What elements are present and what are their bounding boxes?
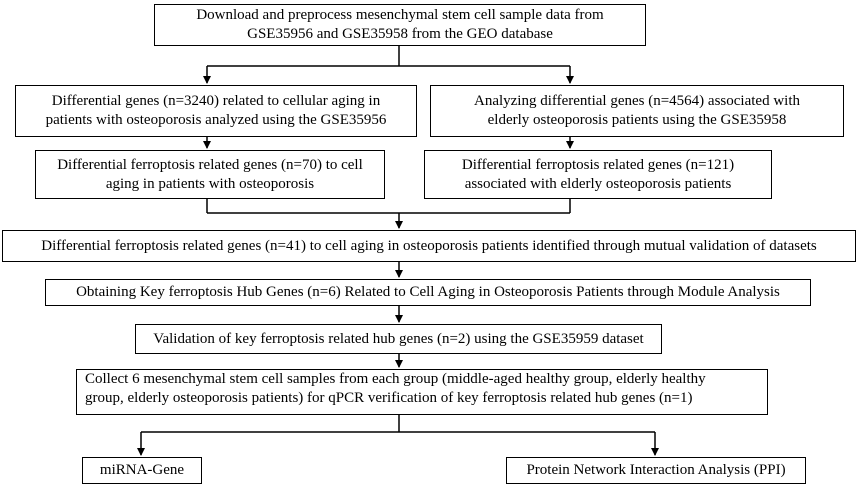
node-ferroptosis-genes-121: Differential ferroptosis related genes (… — [424, 150, 772, 199]
node-text-line: aging in patients with osteoporosis — [105, 175, 315, 192]
node-download-preprocess: Download and preprocess mesenchymal stem… — [154, 4, 646, 46]
node-text: Obtaining Key ferroptosis Hub Genes (n=6… — [76, 284, 780, 300]
node-text-line: Differential genes (n=3240) related to c… — [51, 93, 381, 109]
node-text: Protein Network Interaction Analysis (PP… — [526, 462, 786, 478]
node-text-line: patients with osteoporosis analyzed usin… — [45, 112, 387, 128]
node-text: Validation of key ferroptosis related hu… — [153, 330, 644, 347]
node-gse35956-differential-genes: Differential genes (n=3240) related to c… — [15, 85, 417, 137]
node-ferroptosis-genes-70: Differential ferroptosis related genes (… — [35, 150, 385, 199]
node-text-line: Download and preprocess mesenchymal stem… — [196, 7, 604, 23]
node-text-line: Differential ferroptosis related genes (… — [57, 156, 363, 173]
node-ferroptosis-genes-41: Differential ferroptosis related genes (… — [2, 230, 856, 262]
node-gse35958-differential-genes: Analyzing differential genes (n=4564) as… — [430, 85, 844, 137]
node-text: miRNA-Gene — [99, 462, 185, 478]
node-mirna-gene: miRNA-Gene — [82, 457, 202, 484]
node-text-line: elderly osteoporosis patients using the … — [487, 112, 787, 128]
node-qpcr-verification: Collect 6 mesenchymal stem cell samples … — [76, 369, 768, 415]
node-text-line: Collect 6 mesenchymal stem cell samples … — [85, 371, 706, 387]
node-text-line: group, elderly osteoporosis patients) fo… — [85, 390, 693, 406]
node-ppi-analysis: Protein Network Interaction Analysis (PP… — [506, 457, 806, 484]
node-key-hub-genes-6: Obtaining Key ferroptosis Hub Genes (n=6… — [45, 279, 811, 306]
node-text-line: Differential ferroptosis related genes (… — [461, 156, 735, 173]
node-text: Differential ferroptosis related genes (… — [41, 237, 817, 254]
node-text-line: Analyzing differential genes (n=4564) as… — [473, 93, 800, 109]
node-text-line: associated with elderly osteoporosis pat… — [464, 175, 732, 192]
node-validation-gse35959: Validation of key ferroptosis related hu… — [135, 324, 662, 354]
node-text-line: GSE35956 and GSE35958 from the GEO datab… — [247, 26, 553, 42]
